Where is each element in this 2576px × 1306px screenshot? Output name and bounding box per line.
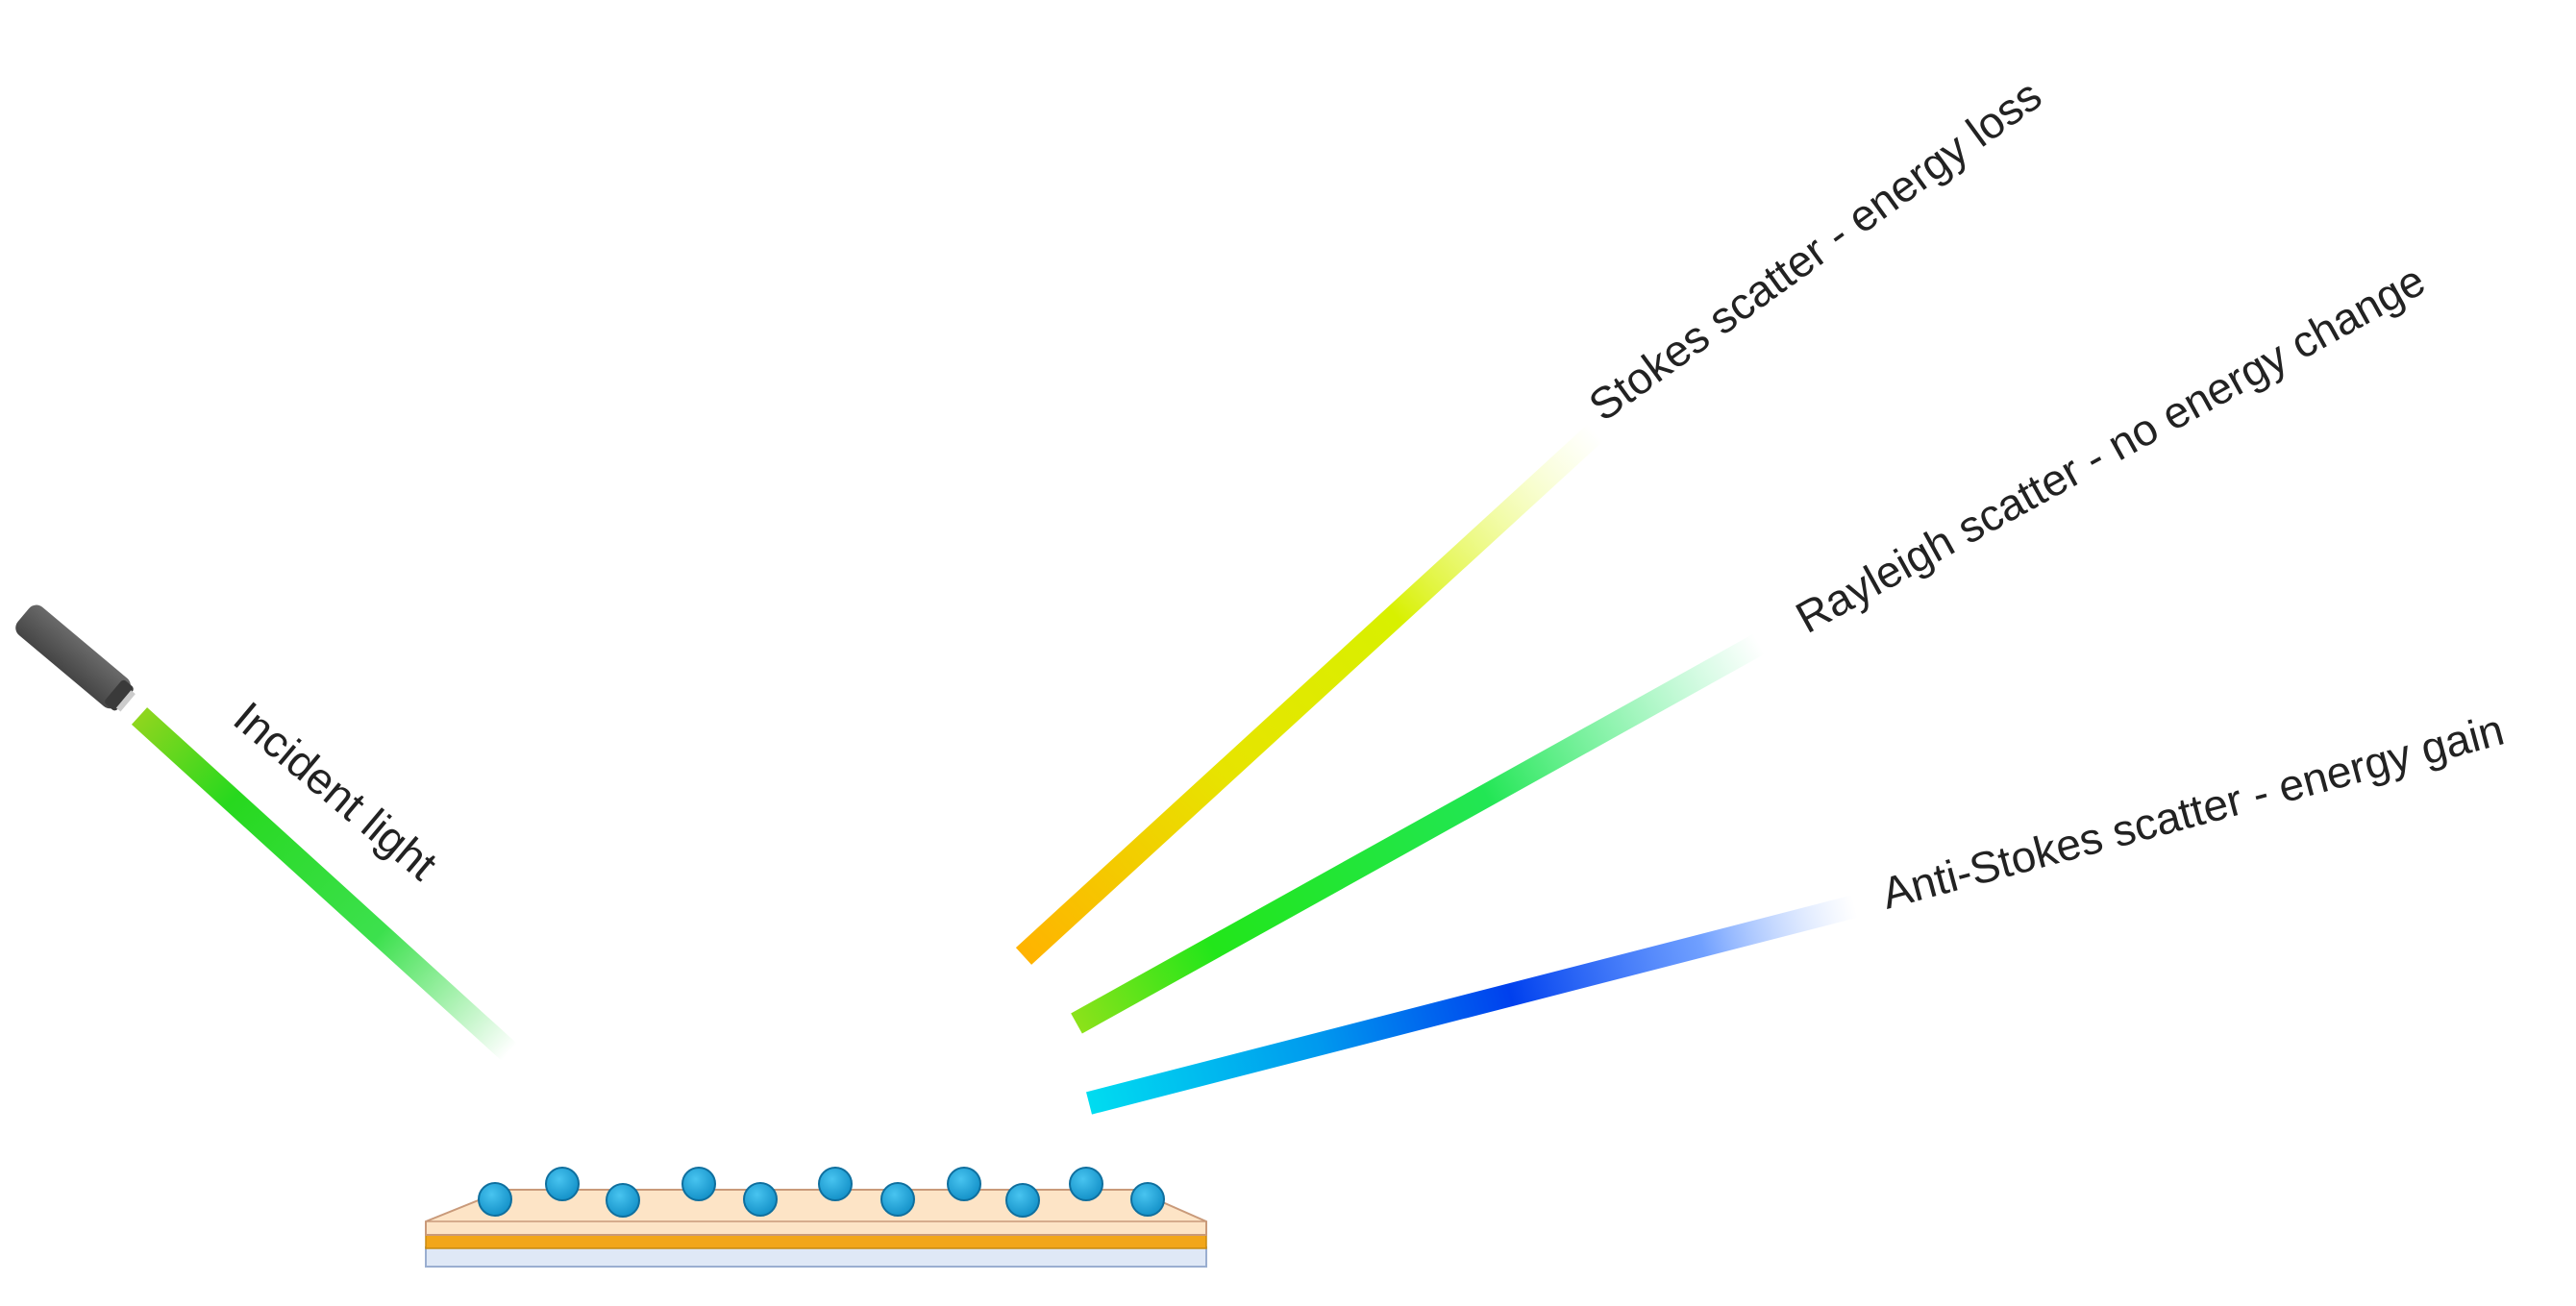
incident-light-label: Incident light xyxy=(225,692,447,890)
particle xyxy=(818,1167,853,1201)
laser-source-icon xyxy=(15,604,136,712)
particle xyxy=(743,1182,778,1217)
particle xyxy=(947,1167,981,1201)
anti-stokes-beam xyxy=(1086,895,1858,1115)
particle xyxy=(478,1182,512,1217)
stokes-beam xyxy=(1015,424,1604,965)
particles xyxy=(478,1167,1165,1218)
incident-beam xyxy=(131,707,518,1061)
particle xyxy=(1005,1183,1040,1218)
particle xyxy=(1069,1167,1103,1201)
anti-stokes-scatter-label: Anti-Stokes scatter - energy gain xyxy=(1876,704,2509,919)
particle xyxy=(880,1182,915,1217)
particle xyxy=(681,1167,716,1201)
rayleigh-scatter-label: Rayleigh scatter - no energy change xyxy=(1788,255,2434,643)
substrate xyxy=(425,1189,1207,1268)
substrate-base xyxy=(425,1246,1207,1268)
rayleigh-beam xyxy=(1071,633,1765,1034)
substrate-gold-layer xyxy=(425,1234,1207,1249)
stokes-scatter-label: Stokes scatter - energy loss xyxy=(1579,69,2050,431)
particle xyxy=(545,1167,580,1201)
particle xyxy=(1130,1182,1165,1217)
particle xyxy=(606,1183,640,1218)
